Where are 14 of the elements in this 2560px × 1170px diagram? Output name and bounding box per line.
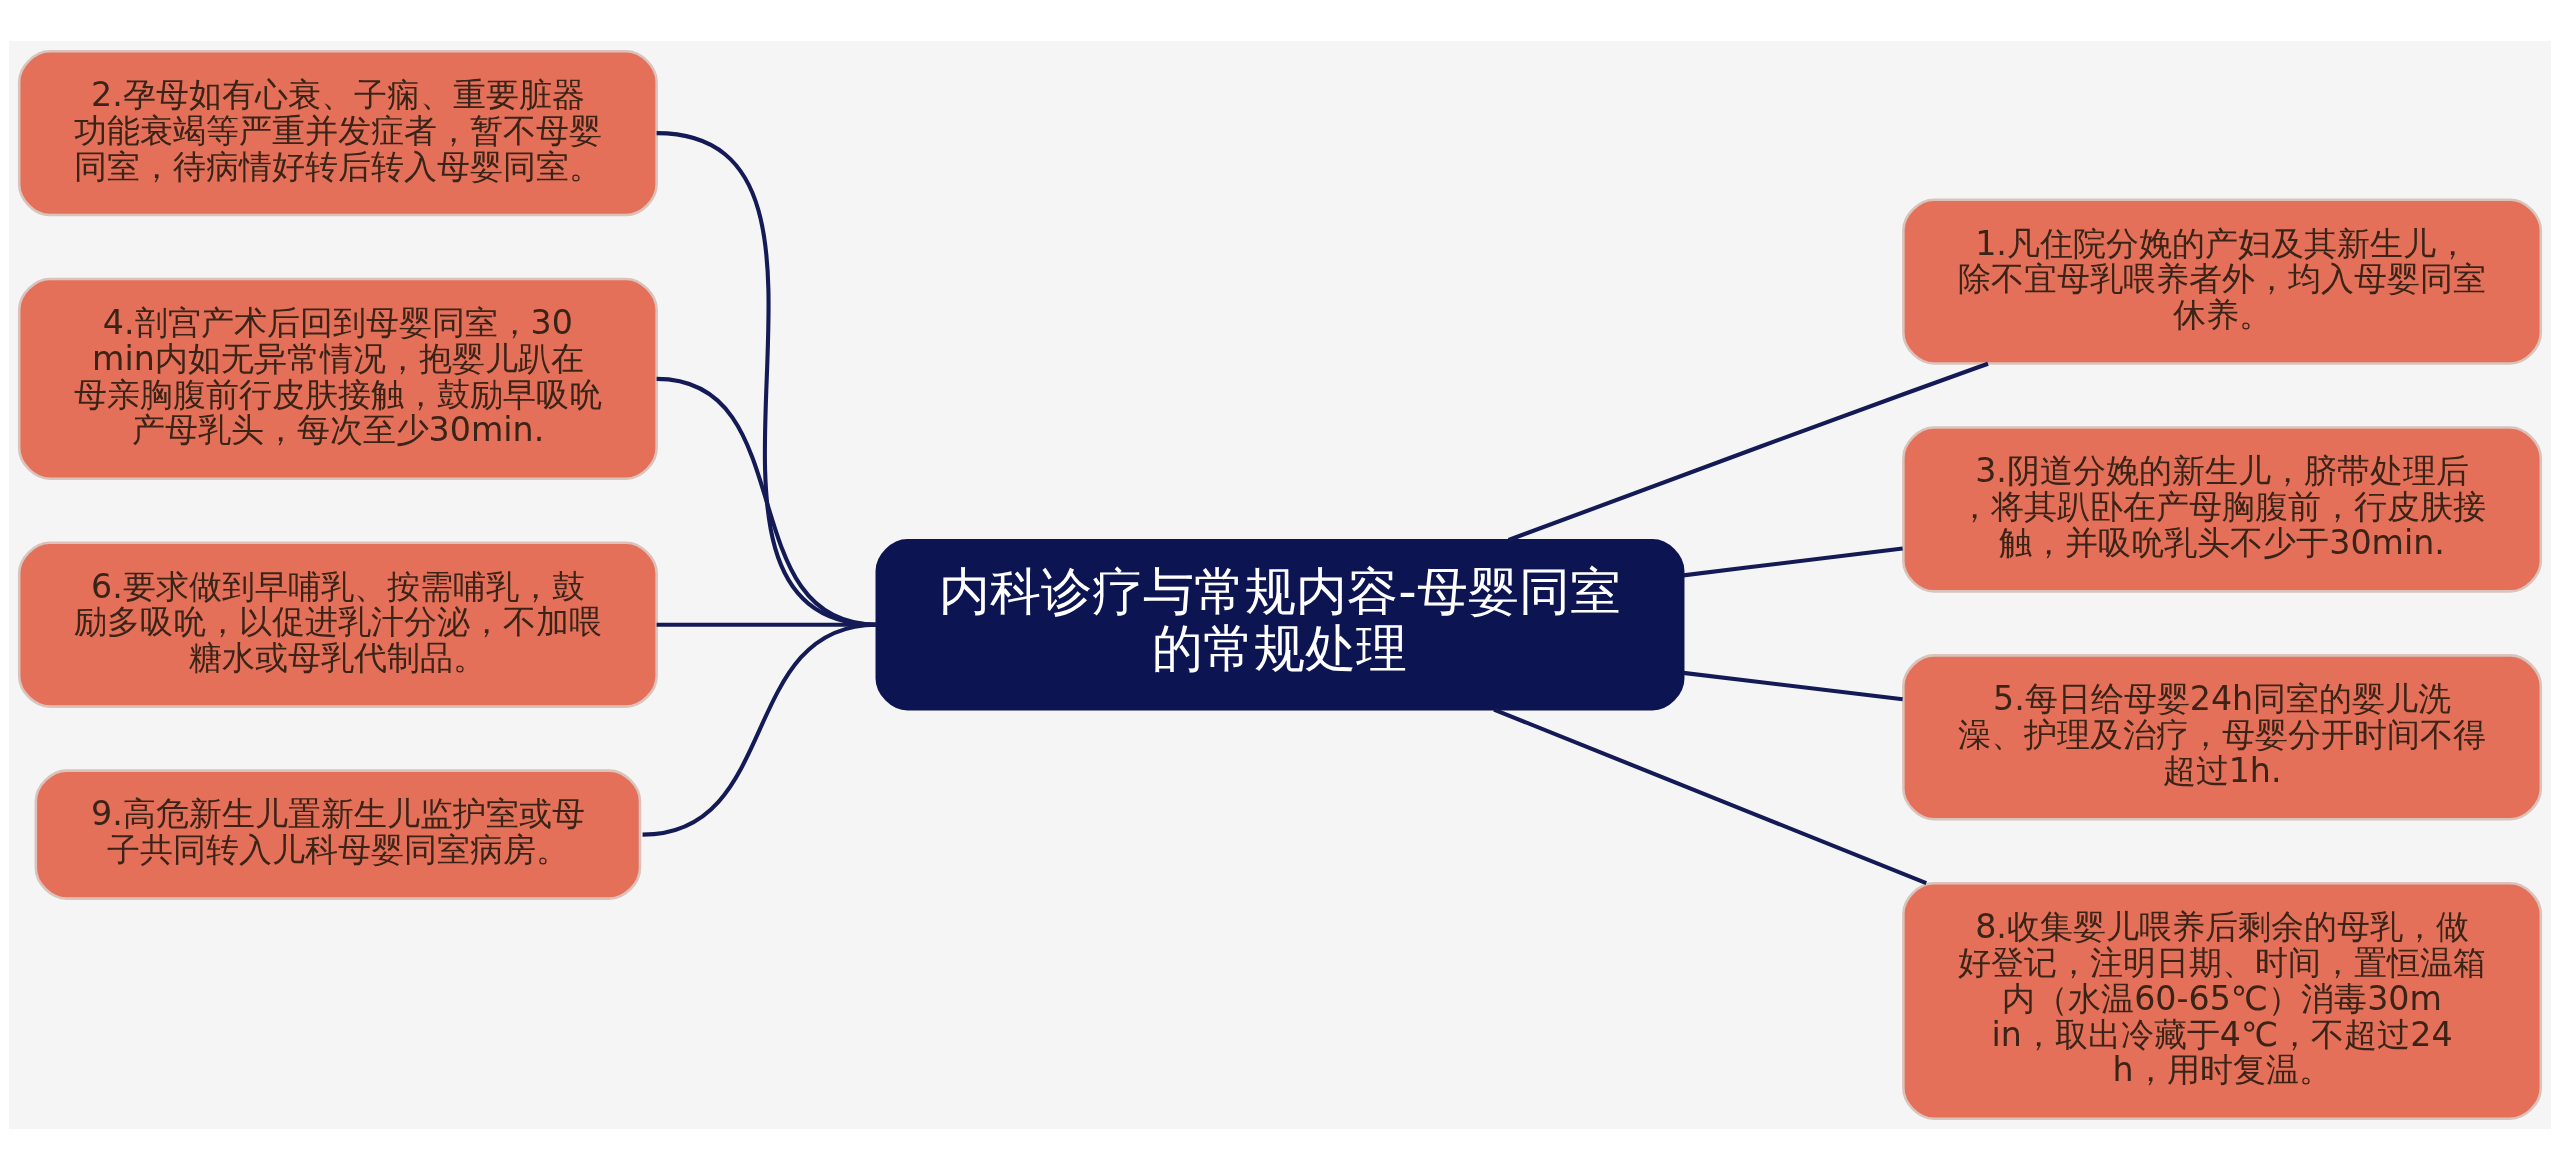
node-box: 4.剖宫产术后回到母婴同室，30min内如无异常情况，抱婴儿趴在母亲胸腹前行皮肤接触，鼓励早吸吮产母乳头，每次至少30min. (17, 277, 658, 481)
node-box: 内科诊疗与常规内容-母婴同室的常规处理 (875, 538, 1685, 711)
node-box: 9.高危新生儿置新生儿监护室或母子共同转入儿科母婴同室病房。 (34, 769, 642, 900)
connector (1507, 361, 1989, 542)
connector (1683, 546, 1903, 578)
node-box: 1.凡住院分娩的产妇及其新生儿，除不宜母乳喂养者外，均入母婴同室休养。 (1902, 198, 2543, 365)
node-box: 2.孕母如有心衰、子痫、重要脏器功能衰竭等严重并发症者，暂不母婴同室，待病情好转后转入母婴同室。 (17, 49, 658, 217)
connector (642, 622, 878, 837)
connector (1493, 707, 1928, 886)
node-box: 5.每日给母婴24h同室的婴儿洗澡、护理及治疗，母婴分开时间不得超过1h. (1902, 654, 2543, 821)
connector (1683, 670, 1903, 702)
node-box: 6.要求做到早哺乳、按需哺乳，鼓励多吸吮，以促进乳汁分泌，不加喂糖水或母乳代制品。 (17, 541, 658, 708)
node-box: 3.阴道分娩的新生儿，脐带处理后，将其趴卧在产母胸腹前，行皮肤接触，并吸吮乳头不少于30min. (1902, 426, 2543, 593)
node-box: 8.收集婴儿喂养后剩余的母乳，做好登记，注明日期、时间，置恒温箱内（水温60-65℃）消毒30min，取出冷藏于4℃，不超过24h，用时复温。 (1902, 881, 2543, 1121)
